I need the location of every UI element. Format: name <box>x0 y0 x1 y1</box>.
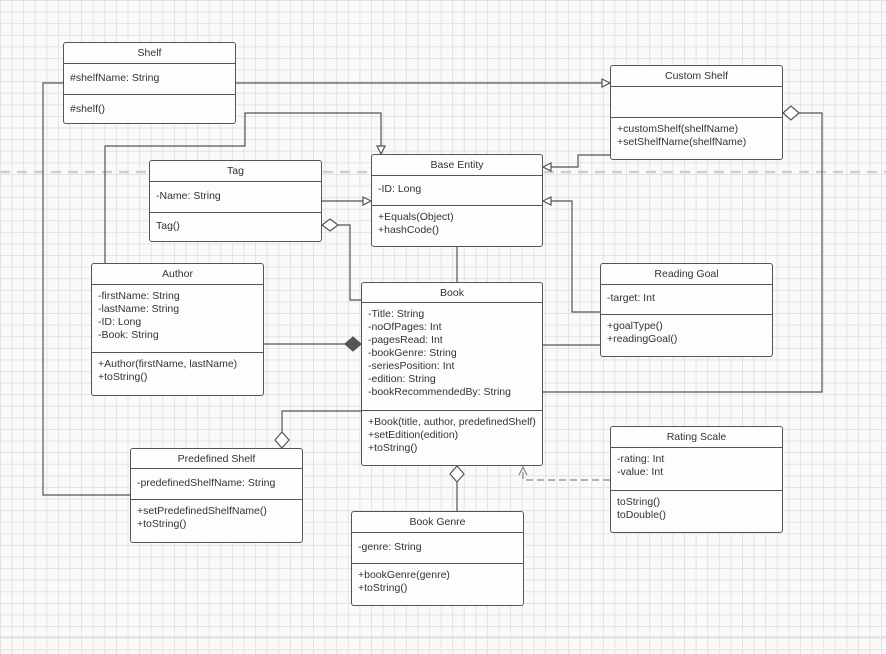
attribute: -Title: String <box>368 308 425 320</box>
class-name: Book <box>362 283 542 303</box>
attribute: -firstName: String <box>98 290 180 302</box>
attribute: -value: Int <box>617 466 664 478</box>
class-name: Shelf <box>64 43 235 64</box>
class-name: Author <box>92 264 263 285</box>
method: toDouble() <box>617 509 667 521</box>
author-to-base-entity-line <box>104 112 382 263</box>
custom-shelf-to-base-entity-line <box>551 154 610 168</box>
method: +toString() <box>358 582 408 594</box>
methods-section: Tag() <box>150 213 321 238</box>
class-book-genre[interactable]: Book Genre -genre: String +bookGenre(gen… <box>351 511 524 606</box>
class-rating-scale[interactable]: Rating Scale -rating: Int-value: Int toS… <box>610 426 783 533</box>
class-custom-shelf[interactable]: Custom Shelf +customShelf(shelfName)+set… <box>610 65 783 160</box>
method: +bookGenre(genre) <box>358 569 450 581</box>
class-name: Predefined Shelf <box>131 449 302 469</box>
attributes-section <box>611 87 782 118</box>
class-shelf[interactable]: Shelf #shelfName: String #shelf() <box>63 42 236 124</box>
methods-section: +Author(firstName, lastName)+toString() <box>92 353 263 389</box>
methods-section: +setPredefinedShelfName()+toString() <box>131 500 302 536</box>
class-book[interactable]: Book -Title: String -noOfPages: Int -pag… <box>361 282 543 466</box>
method: +setPredefinedShelfName() <box>137 505 267 517</box>
method: +setShelfName(shelfName) <box>617 136 747 148</box>
class-predefined-shelf[interactable]: Predefined Shelf -predefinedShelfName: S… <box>130 448 303 543</box>
attributes-section: -predefinedShelfName: String <box>131 469 302 500</box>
generalization-arrow-icon <box>362 196 373 206</box>
method: +readingGoal() <box>607 333 678 345</box>
method: +hashCode() <box>378 224 439 236</box>
attributes-section: -ID: Long <box>372 176 542 206</box>
attributes-section: #shelfName: String <box>64 64 235 95</box>
method: +Author(firstName, lastName) <box>98 358 238 370</box>
class-name: Custom Shelf <box>611 66 782 87</box>
attributes-section: -rating: Int-value: Int <box>611 448 782 491</box>
methods-section: +goalType()+readingGoal() <box>601 315 772 351</box>
method: +customShelf(shelfName) <box>617 123 739 135</box>
class-reading-goal[interactable]: Reading Goal -target: Int +goalType()+re… <box>600 263 773 357</box>
composition-diamond-icon <box>344 336 362 352</box>
methods-section: +Equals(Object)+hashCode() <box>372 206 542 242</box>
book-to-custom-shelf-line <box>543 112 823 393</box>
class-name: Book Genre <box>352 512 523 533</box>
aggregation-diamond-icon <box>449 465 465 483</box>
class-name: Base Entity <box>372 155 542 176</box>
attribute: -ID: Long <box>98 316 142 328</box>
predefined-shelf-to-shelf-line <box>42 82 130 496</box>
method: +toString() <box>98 371 148 383</box>
generalization-arrow-icon <box>601 78 612 88</box>
tag-book-aggregation-line <box>338 224 361 301</box>
class-tag[interactable]: Tag -Name: String Tag() <box>149 160 322 242</box>
generalization-arrow-icon <box>541 162 552 172</box>
attributes-section: -Title: String -noOfPages: Int -pagesRea… <box>362 303 542 411</box>
attribute: -Name: String <box>156 190 221 202</box>
aggregation-diamond-icon <box>274 431 290 449</box>
attributes-section: -Name: String <box>150 182 321 213</box>
attributes-section: -firstName: String -lastName: String -ID… <box>92 285 263 353</box>
attribute: -seriesPosition: Int <box>368 360 455 372</box>
class-name: Rating Scale <box>611 427 782 448</box>
methods-section: #shelf() <box>64 95 235 121</box>
attribute: -bookGenre: String <box>368 347 457 359</box>
attributes-section: -genre: String <box>352 533 523 564</box>
attribute: -target: Int <box>607 292 655 304</box>
method: #shelf() <box>70 103 106 115</box>
method: +goalType() <box>607 320 663 332</box>
attribute: -ID: Long <box>378 183 422 195</box>
attribute: -genre: String <box>358 541 422 553</box>
method: +Equals(Object) <box>378 211 454 223</box>
reading-goal-to-base-entity-line <box>551 200 600 313</box>
attribute: -Book: String <box>98 329 159 341</box>
class-name: Reading Goal <box>601 264 772 285</box>
attribute: -edition: String <box>368 373 436 385</box>
class-author[interactable]: Author -firstName: String -lastName: Str… <box>91 263 264 396</box>
attribute: -pagesRead: Int <box>368 334 443 346</box>
attribute: #shelfName: String <box>70 72 160 84</box>
methods-section: toString()toDouble() <box>611 491 782 527</box>
method: +Book(title, author, predefinedShelf) <box>368 416 536 428</box>
attribute: -bookRecommendedBy: String <box>368 386 511 398</box>
attribute: -rating: Int <box>617 453 665 465</box>
generalization-arrow-icon <box>541 196 552 206</box>
class-name: Tag <box>150 161 321 182</box>
class-base-entity[interactable]: Base Entity -ID: Long +Equals(Object)+ha… <box>371 154 543 247</box>
generalization-arrow-icon <box>376 145 386 156</box>
method: toString() <box>617 496 661 508</box>
method: +toString() <box>137 518 187 530</box>
methods-section: +customShelf(shelfName)+setShelfName(she… <box>611 118 782 154</box>
method: +setEdition(edition) <box>368 429 459 441</box>
rating-scale-dependency-line <box>522 468 610 481</box>
methods-section: +bookGenre(genre)+toString() <box>352 564 523 600</box>
attribute: -lastName: String <box>98 303 180 315</box>
aggregation-diamond-icon <box>321 218 339 232</box>
attribute: -predefinedShelfName: String <box>137 477 276 489</box>
open-arrow-icon <box>518 465 528 476</box>
methods-section: +Book(title, author, predefinedShelf) +s… <box>362 411 542 460</box>
method: +toString() <box>368 442 418 454</box>
attributes-section: -target: Int <box>601 285 772 315</box>
book-to-predefined-shelf-line <box>281 410 361 432</box>
method: Tag() <box>156 220 180 232</box>
attribute: -noOfPages: Int <box>368 321 442 333</box>
aggregation-diamond-icon <box>782 105 800 121</box>
